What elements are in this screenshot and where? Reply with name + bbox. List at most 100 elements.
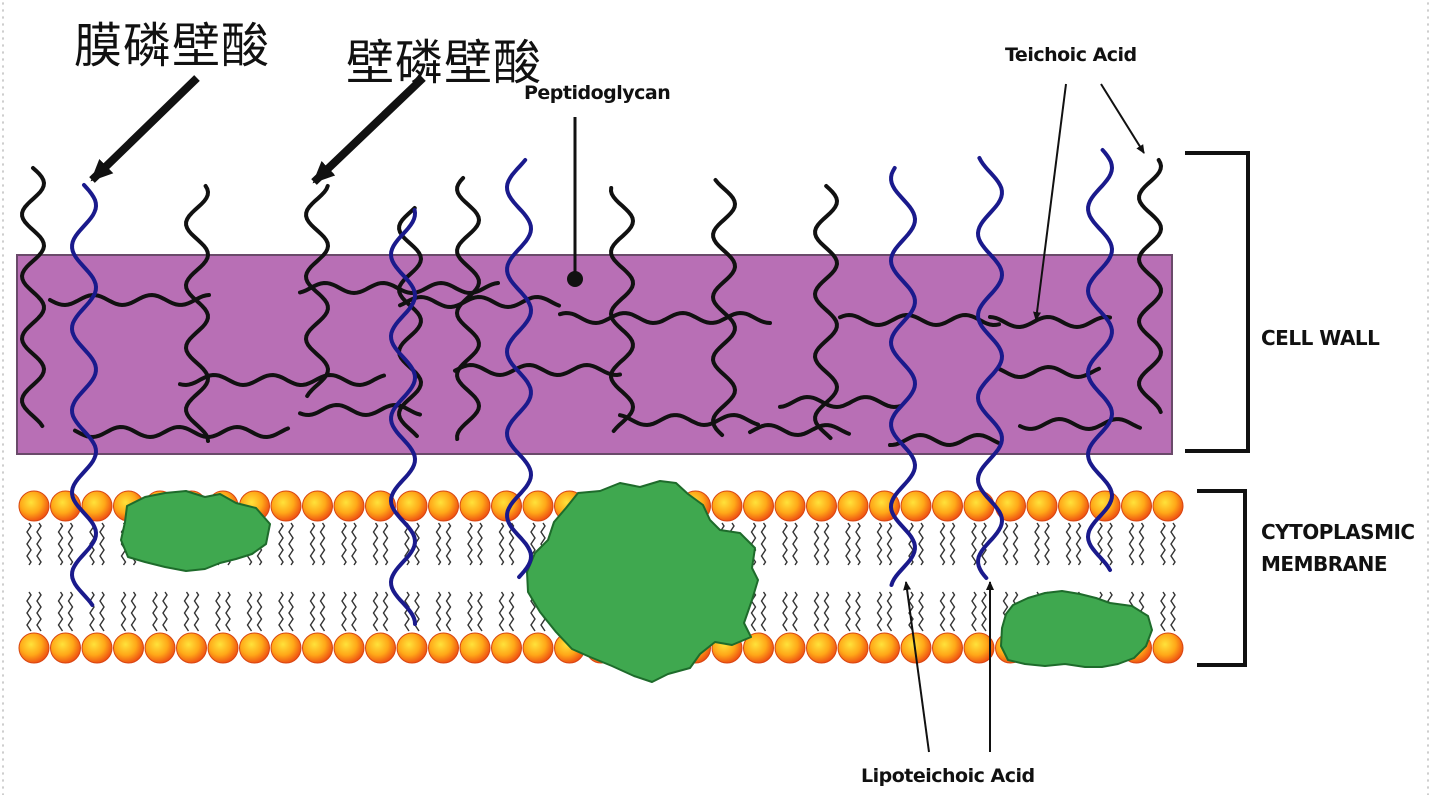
teichoic-acid-label: Teichoic Acid (1005, 44, 1137, 66)
lipid-head-top (807, 491, 837, 521)
lipid-tail (510, 592, 514, 631)
lipid-head-top (1153, 491, 1183, 521)
lipid-tail (762, 523, 766, 565)
lipid-head-bottom (145, 633, 175, 663)
lipid-head-bottom (177, 633, 207, 663)
lipid-tail (888, 523, 892, 565)
lipid-head-bottom (82, 633, 112, 663)
lipid-tail (342, 592, 346, 631)
lipid-head-bottom (397, 633, 427, 663)
lipid-tail (289, 523, 293, 565)
lipid-head-top (1059, 491, 1089, 521)
lipid-head-bottom (775, 633, 805, 663)
lipid-tail (69, 592, 73, 631)
lipid-tail (856, 592, 860, 631)
lipid-head-bottom (492, 633, 522, 663)
lipid-tail (500, 592, 504, 631)
lipid-head-top (303, 491, 333, 521)
lipid-head-bottom (114, 633, 144, 663)
lipid-tail (1161, 523, 1165, 565)
lipid-tail (1067, 523, 1071, 565)
lipid-tail (1171, 592, 1175, 631)
lipid-tail (342, 523, 346, 565)
protein-right (1001, 591, 1152, 667)
lipid-tail (216, 592, 220, 631)
lipid-tail (59, 523, 63, 565)
lipid-tail (941, 592, 945, 631)
lipid-tail (289, 592, 293, 631)
lipid-head-top (838, 491, 868, 521)
lipid-tail (374, 592, 378, 631)
lipid-tail (279, 592, 283, 631)
lipid-head-top (1027, 491, 1057, 521)
lipid-tail (500, 523, 504, 565)
lipid-tail (311, 592, 315, 631)
lipid-tail (384, 523, 388, 565)
lipid-head-bottom (429, 633, 459, 663)
lipid-tail (468, 523, 472, 565)
lipid-tail (352, 592, 356, 631)
lipid-tail (69, 523, 73, 565)
lipid-tail (100, 523, 104, 565)
lipid-tail (122, 592, 126, 631)
lipid-tail (226, 592, 230, 631)
lipid-tail (132, 592, 136, 631)
lipid-head-top (429, 491, 459, 521)
lipid-head-top (19, 491, 49, 521)
lipid-tail (1108, 523, 1112, 565)
lipid-head-bottom (523, 633, 553, 663)
lipid-tail (783, 523, 787, 565)
lipid-tail (27, 523, 31, 565)
lipid-head-top (933, 491, 963, 521)
lipid-head-top (712, 491, 742, 521)
lipid-tail (437, 523, 441, 565)
lipid-tail (878, 592, 882, 631)
lipid-head-top (775, 491, 805, 521)
lipid-head-top (964, 491, 994, 521)
lipid-head-top (271, 491, 301, 521)
peptidoglycan-dot (567, 271, 583, 287)
lipid-tail (311, 523, 315, 565)
lipid-tail (37, 523, 41, 565)
cell-wall-label: CELL WALL (1261, 323, 1379, 353)
lipid-head-top (460, 491, 490, 521)
lipid-head-bottom (208, 633, 238, 663)
lipid-tail (793, 523, 797, 565)
lipid-head-bottom (19, 633, 49, 663)
lipid-tail (951, 523, 955, 565)
lipid-head-bottom (240, 633, 270, 663)
wall-teichoic-label-zh: 壁磷壁酸 (346, 23, 542, 93)
lipid-tail (982, 592, 986, 631)
lipid-head-bottom (1153, 633, 1183, 663)
cell-wall-bracket (1185, 153, 1248, 451)
lipid-tail (1161, 592, 1165, 631)
lipid-tail (762, 592, 766, 631)
lipid-tail (1004, 523, 1008, 565)
lipid-tail (1140, 523, 1144, 565)
lipid-head-bottom (870, 633, 900, 663)
lipid-tail (321, 523, 325, 565)
lipid-tail (878, 523, 882, 565)
lipid-tail (919, 592, 923, 631)
lipid-tail (846, 592, 850, 631)
peptidoglycan-label: Peptidoglycan (524, 82, 670, 104)
lipid-tail (951, 592, 955, 631)
lipid-tail (153, 592, 157, 631)
lipid-tail (478, 592, 482, 631)
lipid-tail (374, 523, 378, 565)
lipid-tail (279, 523, 283, 565)
lipid-head-bottom (807, 633, 837, 663)
lipid-tail (1045, 523, 1049, 565)
lipid-head-bottom (933, 633, 963, 663)
lipid-tail (972, 523, 976, 565)
cytoplasmic-label: CYTOPLASMIC (1261, 517, 1415, 547)
lipid-head-bottom (271, 633, 301, 663)
lipid-tail (941, 523, 945, 565)
lipid-tail (100, 592, 104, 631)
lipid-tail (352, 523, 356, 565)
lipid-tail (856, 523, 860, 565)
lipid-tail (248, 592, 252, 631)
lipid-tail (815, 523, 819, 565)
lipid-tail (825, 592, 829, 631)
